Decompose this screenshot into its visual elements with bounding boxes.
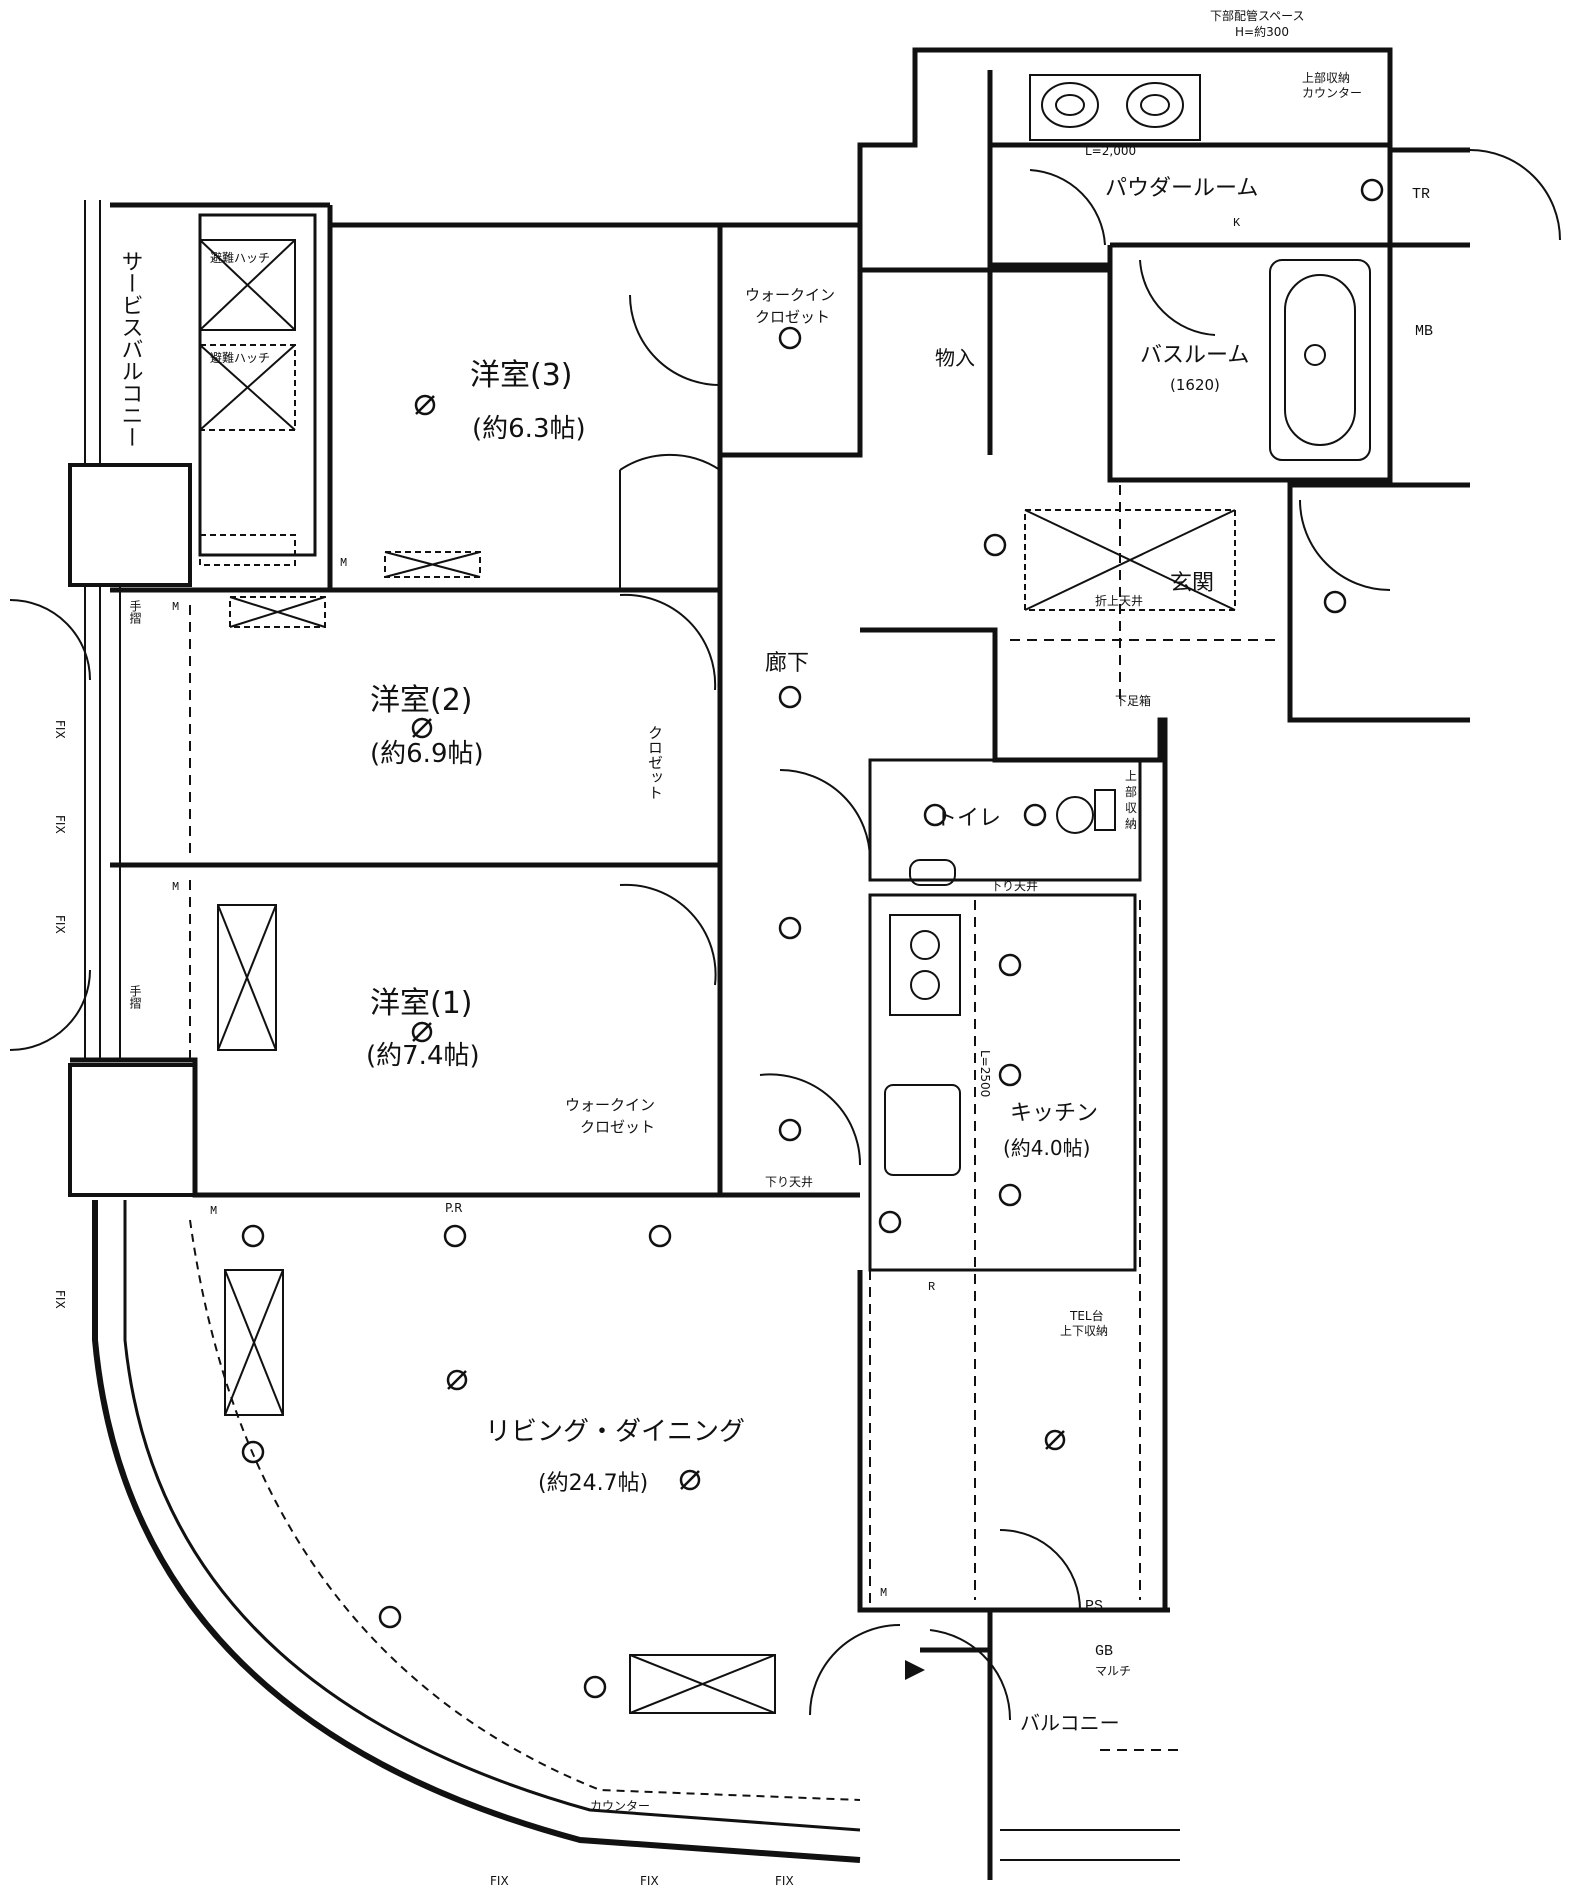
shoebox-label: 下足箱: [1115, 693, 1151, 708]
hatch-label-2: 避難ハッチ: [210, 350, 270, 365]
fix-label-4: FIX: [53, 915, 67, 934]
wic-bottom-label-2: クロゼット: [580, 1118, 655, 1136]
western-room-2-label: 洋室(2): [370, 683, 473, 718]
exhaust-symbols: [411, 394, 1066, 1491]
m-label-3: M: [210, 1204, 217, 1218]
handrail-label-2: 手摺: [128, 985, 142, 1009]
western-room-2-area: (約6.9帖): [370, 739, 484, 769]
western-room-3-area: (約6.3帖): [472, 414, 586, 444]
upper-storage-3: 収: [1125, 801, 1137, 815]
western-room-3-label: 洋室(3): [470, 358, 573, 393]
counter-label: カウンター: [590, 1799, 650, 1813]
upper-storage-2: 部: [1125, 784, 1137, 799]
tel-label-1: TEL台: [1069, 1308, 1104, 1323]
counter-top-1: 上部収納: [1302, 70, 1350, 85]
wic-top-label-2: クロゼット: [755, 308, 830, 326]
k-label: K: [1233, 216, 1241, 230]
bathroom-size: (1620): [1170, 376, 1220, 394]
room-labels: 下部配管スペース H=約300 サービスバルコニー 洋室(3) (約6.3帖) …: [118, 8, 1305, 1735]
western-room-1-label: 洋室(1): [370, 986, 473, 1021]
fix-label-3: FIX: [53, 815, 67, 834]
fix-label-7: FIX: [775, 1874, 794, 1888]
corridor-label: 廊下: [765, 651, 809, 676]
powder-room-label: パウダールーム: [1105, 176, 1258, 201]
kitchen-area: (約4.0帖): [1003, 1136, 1090, 1160]
entrance-label: 玄関: [1170, 571, 1214, 596]
fix-label-5: FIX: [490, 1874, 509, 1888]
window-frames: [84, 200, 121, 1060]
wic-top-label-1: ウォークイン: [745, 286, 835, 304]
storage-label: 物入: [935, 346, 975, 370]
drop-ceiling-label: 下り天井: [990, 879, 1038, 893]
toilet-label: トイレ: [935, 806, 1001, 831]
hatch-label-1: 避難ハッチ: [210, 250, 270, 265]
living-dining-label: リビング・ダイニング: [485, 1417, 745, 1447]
m-label-2: M: [172, 880, 179, 894]
fix-label-6: FIX: [640, 1874, 659, 1888]
closet-label: クロゼット: [646, 725, 664, 800]
folding-ceiling-label: 折上天井: [1095, 593, 1143, 608]
pipe-space-note-2: H=約300: [1235, 24, 1289, 39]
m-label-1: M: [172, 600, 179, 614]
r-label: R: [928, 1280, 935, 1294]
door-swings: [9, 149, 1561, 1721]
l2000-label: L=2,000: [1085, 144, 1136, 158]
bathroom-label: バスルーム: [1140, 343, 1249, 368]
entrance-arrow-icon: [905, 1660, 925, 1680]
multi-label: マルチ: [1095, 1664, 1131, 1678]
drop-ceiling-label-2: 下り天井: [765, 1175, 813, 1189]
fix-label-1: FIX: [53, 1290, 67, 1309]
handrail-label-1: 手摺: [128, 600, 142, 624]
pr-label: P.R: [445, 1201, 463, 1215]
wic-bottom-label-1: ウォークイン: [565, 1096, 655, 1114]
fixtures: [884, 74, 1371, 1176]
walls: [68, 47, 1470, 1880]
l2500-label: L=2500: [978, 1050, 992, 1097]
ceiling-lights: [241, 178, 1384, 1699]
m-label-5: M: [880, 1586, 887, 1600]
mb-label: MB: [1415, 323, 1433, 340]
fix-label-2: FIX: [53, 720, 67, 739]
balcony-label: バルコニー: [1020, 1711, 1120, 1735]
ps-label: PS: [1085, 1598, 1103, 1615]
m-label-4: M: [340, 556, 347, 570]
counter-top-2: カウンター: [1302, 86, 1362, 100]
dashed-lines: [189, 485, 1280, 1751]
pipe-space-note-1: 下部配管スペース: [1210, 8, 1305, 23]
tr-label: TR: [1412, 186, 1430, 203]
kitchen-label: キッチン: [1010, 1101, 1098, 1126]
upper-storage-1: 上: [1125, 769, 1137, 783]
gb-label: GB: [1095, 1643, 1113, 1660]
tel-label-2: 上下収納: [1060, 1324, 1108, 1338]
western-room-1-area: (約7.4帖): [366, 1041, 480, 1071]
misc-labels: TR MB PS GB P.R カウンター 上部収納 カウンター 避難ハッチ 避…: [53, 70, 1433, 1888]
upper-storage-4: 納: [1125, 817, 1137, 831]
living-dining-area: (約24.7帖): [538, 1471, 648, 1496]
service-balcony-label: サービスバルコニー: [118, 250, 143, 448]
hatch-boxes: [199, 239, 1236, 1714]
